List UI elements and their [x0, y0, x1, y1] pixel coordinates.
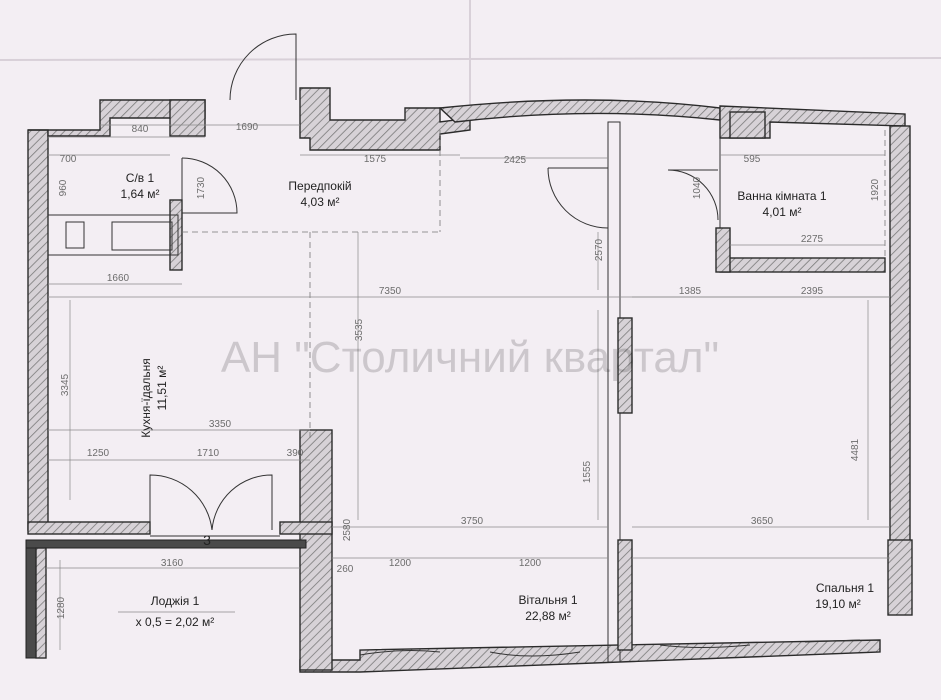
room-name-loggia: Лоджія 1	[151, 594, 200, 608]
room-area-living: 22,88 м²	[525, 609, 571, 623]
dim-label: 1555	[582, 460, 593, 483]
room-area-wc: 1,64 м²	[121, 187, 160, 201]
room-name-wc: С/в 1	[126, 171, 155, 185]
dim-label: 3350	[209, 419, 232, 430]
room-name-bedroom: Спальня 1	[816, 581, 875, 595]
dim-label: 2395	[801, 286, 824, 297]
dim-label: 840	[132, 124, 149, 135]
dim-label: 1250	[87, 448, 110, 459]
entrance-door-icon	[229, 33, 297, 101]
room-area-kitchen: 11,51 м²	[155, 366, 169, 411]
dim-label: 595	[744, 154, 761, 165]
dim-label: 2570	[594, 238, 605, 261]
dim-label: 3535	[354, 318, 365, 341]
bathroom-door-icon	[667, 169, 719, 221]
room-area-loggia: x 0,5 = 2,02 м²	[136, 615, 215, 629]
room-labels: С/в 1 1,64 м² Передпокій 4,03 м² Ванна к…	[121, 171, 875, 629]
room-name-hall: Передпокій	[288, 179, 351, 193]
dim-label: 1575	[364, 154, 387, 165]
dim-label: 700	[60, 154, 77, 165]
dim-label: 390	[287, 448, 304, 459]
room-area-hall: 4,03 м²	[301, 195, 340, 209]
room-area-bathroom: 4,01 м²	[763, 205, 802, 219]
dim-label: 7350	[379, 286, 402, 297]
dim-label: 3345	[60, 373, 71, 396]
dim-label: 1710	[197, 448, 220, 459]
dimension-lines	[46, 124, 890, 650]
dim-label: 3160	[161, 558, 184, 569]
dim-label: 1040	[692, 176, 703, 199]
dim-label: 1690	[236, 122, 259, 133]
balcony-door-right-icon	[211, 474, 273, 531]
inner-walls	[47, 111, 886, 663]
doors: 3	[149, 33, 719, 548]
dim-label: 1200	[519, 558, 542, 569]
dim-label: 1200	[389, 558, 412, 569]
dim-label: 2425	[504, 155, 527, 166]
dim-label: 1920	[870, 178, 881, 201]
dim-label: 260	[337, 564, 354, 575]
dim-label: 960	[58, 179, 69, 196]
dim-label: 2275	[801, 234, 824, 245]
room-area-bedroom: 19,10 м²	[815, 597, 861, 611]
dim-label: 1730	[196, 176, 207, 199]
dim-label: 1280	[56, 596, 67, 619]
room-name-kitchen: Кухня-їдальня	[139, 358, 153, 438]
dim-label: 3650	[751, 516, 774, 527]
dim-label: 1660	[107, 273, 130, 284]
dimension-labels: 840 1690 700 960 1730 1575 2425 595 1040…	[56, 122, 881, 619]
zone-lines	[182, 130, 886, 440]
living-door-icon	[547, 167, 609, 229]
outer-walls	[25, 87, 913, 673]
dim-label: 2580	[342, 518, 353, 541]
wc-door-icon	[181, 157, 238, 214]
room-name-bathroom: Ванна кімната 1	[737, 189, 827, 203]
room-name-living: Вітальня 1	[518, 593, 577, 607]
dim-label: 1385	[679, 286, 702, 297]
windows	[150, 535, 861, 657]
balcony-door-left-icon	[149, 474, 213, 531]
dim-label: 3750	[461, 516, 484, 527]
agency-watermark: АН "Столичний квартал"	[221, 333, 719, 382]
dim-label: 4481	[850, 438, 861, 461]
svg-text:3: 3	[203, 532, 211, 548]
